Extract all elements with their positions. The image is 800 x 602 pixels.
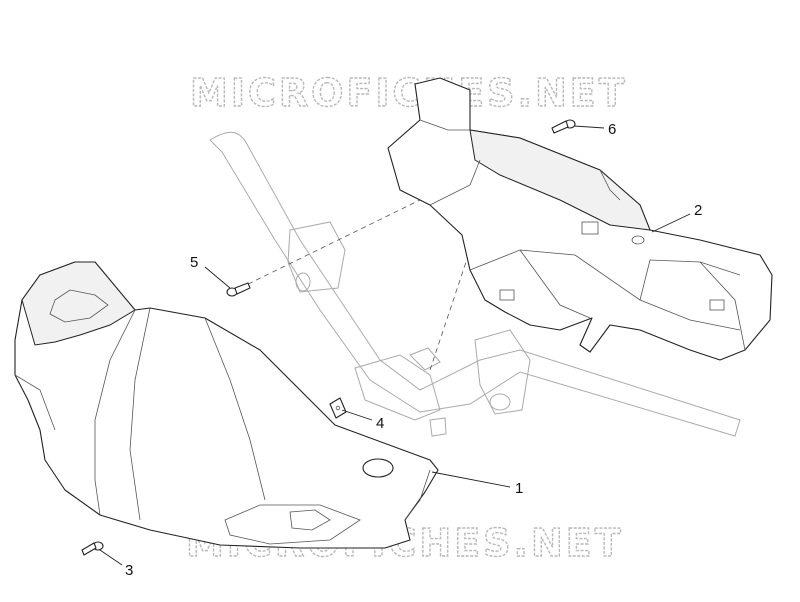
leader-line-6 (573, 125, 605, 129)
callout-3: 3 (125, 562, 133, 579)
screw-left (226, 282, 251, 297)
screw-top (551, 119, 576, 134)
alignment-line-center (429, 249, 471, 371)
handlebar-ghost (209, 131, 741, 437)
alignment-line-left (239, 199, 421, 289)
clip-nut (329, 397, 347, 419)
leader-line-5 (204, 266, 231, 289)
callout-1: 1 (515, 480, 523, 497)
callout-2: 2 (694, 202, 702, 219)
screw-front (81, 541, 104, 556)
callout-5: 5 (190, 254, 198, 271)
front-handlebar-cover (14, 261, 439, 549)
callout-6: 6 (608, 121, 616, 138)
leader-line-3 (99, 549, 123, 566)
leader-line-4 (341, 409, 373, 421)
rear-handlebar-cover (387, 77, 773, 361)
watermark-top: MICROFICHES.NET (190, 71, 628, 115)
leader-line-2 (651, 213, 691, 233)
leader-line-1 (431, 471, 511, 488)
callout-4: 4 (376, 415, 384, 432)
